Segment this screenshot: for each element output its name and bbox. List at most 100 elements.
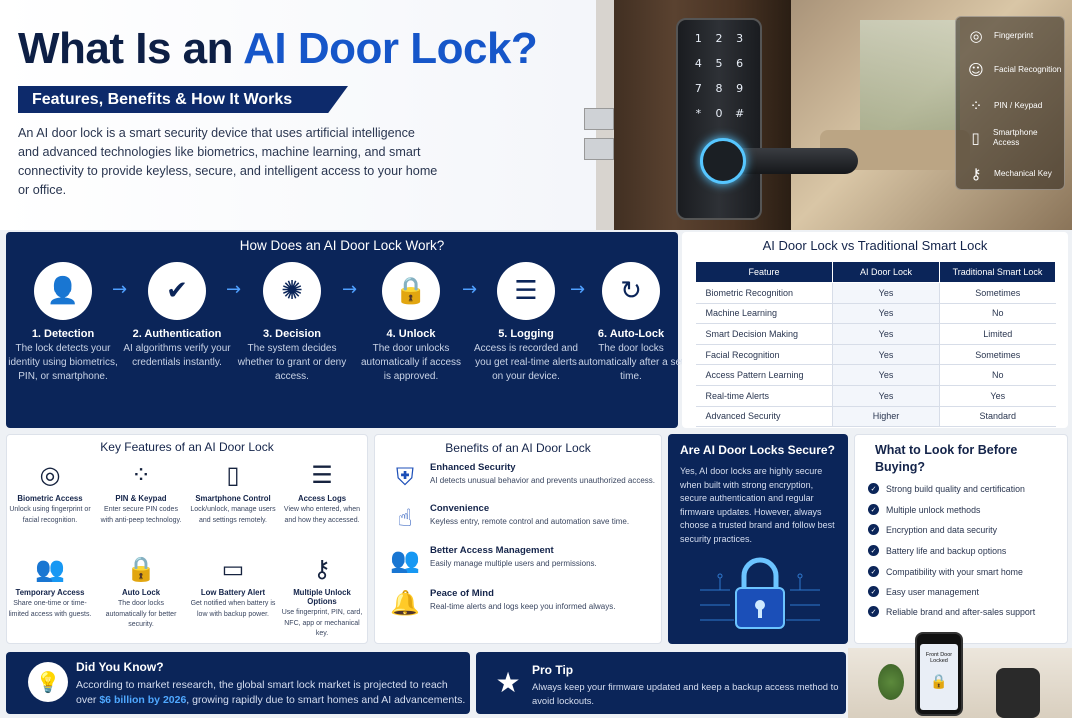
table-cell: Advanced Security xyxy=(695,406,833,428)
key-icon: ⚷ xyxy=(970,165,982,183)
keypad-icon: ⁘ xyxy=(969,97,983,115)
legend-item: ⚷Mechanical Key xyxy=(966,164,1052,184)
security-text: Yes, AI door locks are highly secure whe… xyxy=(680,466,835,544)
process-step: 🔒 4. Unlock The door unlocks automatical… xyxy=(356,262,466,384)
keypad-key: 6 xyxy=(736,57,744,70)
buying-guide-title: What to Look for Before Buying? xyxy=(875,443,1018,474)
did-you-know-banner xyxy=(6,652,470,714)
auto-lock-icon: ↻ xyxy=(602,262,660,320)
table-cell: Biometric Recognition xyxy=(695,282,833,304)
keypad-key: 5 xyxy=(715,57,723,70)
checklist-item: ✓Battery life and backup options xyxy=(868,545,1006,556)
window-image xyxy=(860,20,960,130)
table-cell: Smart Decision Making xyxy=(695,323,833,345)
lightbulb-icon: 💡 xyxy=(28,662,68,702)
legend-item: ⁘PIN / Keypad xyxy=(966,96,1043,116)
benefits-title: Benefits of an AI Door Lock xyxy=(445,441,591,455)
keypad-key: 0 xyxy=(715,107,723,120)
table-cell: Yes xyxy=(832,282,940,304)
column-header: Feature xyxy=(695,261,833,283)
table-cell: Machine Learning xyxy=(695,303,833,325)
pro-tip-title: Pro Tip xyxy=(532,663,574,677)
touch-icon: ☝ xyxy=(397,504,413,532)
pro-tip-banner xyxy=(476,652,846,714)
column-header: AI Door Lock xyxy=(832,261,940,283)
smart-speaker-image xyxy=(996,668,1040,718)
keypad-key: 8 xyxy=(715,82,723,95)
battery-icon: ▭ xyxy=(221,555,245,583)
process-step: ✺ 3. Decision The system decides whether… xyxy=(237,262,347,384)
table-cell: Yes xyxy=(832,323,940,345)
table-cell: Access Pattern Learning xyxy=(695,364,833,386)
table-cell: Yes xyxy=(939,385,1056,407)
table-cell: Yes xyxy=(832,303,940,325)
table-cell: No xyxy=(939,303,1056,325)
check-icon: ✓ xyxy=(868,545,879,556)
process-step: ↻ 6. Auto-Lock The door locks automatica… xyxy=(576,262,686,384)
table-cell: Sometimes xyxy=(939,282,1056,304)
how-it-works-title: How Does an AI Door Lock Work? xyxy=(239,238,445,253)
fingerprint-icon: ◎ xyxy=(39,461,61,489)
latch-bolt xyxy=(584,108,614,130)
check-icon: ✓ xyxy=(868,524,879,535)
checklist-item: ✓Compatibility with your smart home xyxy=(868,566,1023,577)
table-cell: Higher xyxy=(832,406,940,428)
table-cell: Yes xyxy=(832,344,940,366)
legend-item: ▯Smartphone Access xyxy=(966,128,1062,148)
column-header: Traditional Smart Lock xyxy=(939,261,1056,283)
table-cell: Standard xyxy=(939,406,1056,428)
key-icon: ⚷ xyxy=(313,555,331,583)
process-step: ☰ 5. Logging Access is recorded and you … xyxy=(471,262,581,384)
fingerprint-icon: ◎ xyxy=(969,27,983,45)
legend-item: ◎Fingerprint xyxy=(966,26,1033,46)
table-header-row: Feature AI Door Lock Traditional Smart L… xyxy=(695,261,1056,283)
keypad-key: 3 xyxy=(736,32,744,45)
list-icon: ☰ xyxy=(311,461,333,489)
intro-text: An AI door lock is a smart security devi… xyxy=(18,126,438,197)
table-cell: Yes xyxy=(832,385,940,407)
glowing-padlock-icon xyxy=(700,557,820,629)
star-icon: ★ xyxy=(495,665,521,699)
users-icon: 👥 xyxy=(390,546,420,574)
checklist-item: ✓Encryption and data security xyxy=(868,524,997,535)
checklist-item: ✓Reliable brand and after-sales support xyxy=(868,606,1035,617)
check-icon: ✓ xyxy=(868,586,879,597)
page-title: What Is an AI Door Lock? xyxy=(18,24,538,73)
keypad-key: 1 xyxy=(694,32,702,45)
users-icon: 👥 xyxy=(35,555,65,583)
process-step: 👤 1. Detection The lock detects your ide… xyxy=(8,262,118,384)
shield-check-icon: ✔ xyxy=(148,262,206,320)
security-title: Are AI Door Locks Secure? xyxy=(680,443,835,457)
padlock-icon: 🔒 xyxy=(382,262,440,320)
padlock-icon: 🔒 xyxy=(126,555,156,583)
table-cell: Real-time Alerts xyxy=(695,385,833,407)
pro-tip-text: Always keep your firmware updated and ke… xyxy=(532,681,839,706)
check-icon: ✓ xyxy=(868,504,879,515)
arrow-right-icon: → xyxy=(226,279,242,300)
comparison-title: AI Door Lock vs Traditional Smart Lock xyxy=(762,238,988,253)
table-cell: No xyxy=(939,364,1056,386)
key-features-panel xyxy=(6,434,368,644)
keypad-key: * xyxy=(695,107,702,120)
bell-icon: 🔔 xyxy=(390,589,420,617)
comparison-table: Feature AI Door Lock Traditional Smart L… xyxy=(695,261,1056,428)
plant-image xyxy=(878,664,904,700)
latch-bolt xyxy=(584,138,614,160)
legend-item: ☺Facial Recognition xyxy=(966,60,1062,80)
table-cell: Sometimes xyxy=(939,344,1056,366)
access-methods-legend xyxy=(955,16,1065,190)
